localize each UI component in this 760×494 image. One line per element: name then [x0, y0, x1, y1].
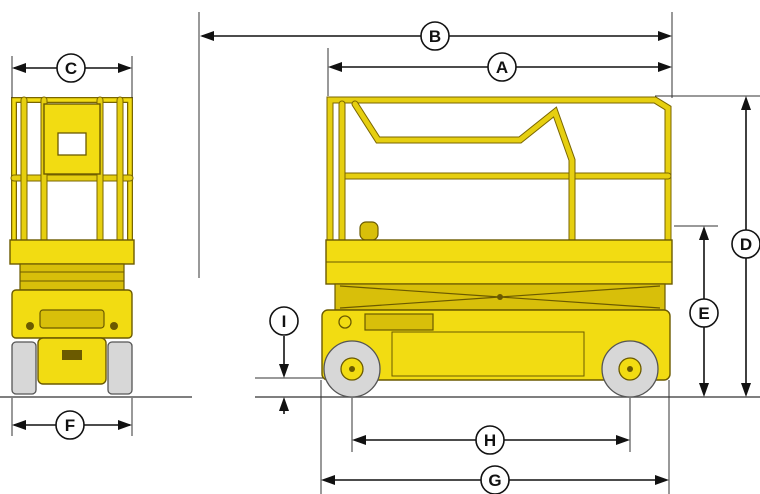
side-view-machine	[321, 96, 673, 398]
dimension-e: E	[689, 226, 719, 397]
dimension-d: D	[731, 96, 760, 397]
dimension-f: F	[12, 410, 132, 440]
front-right-tire	[107, 341, 133, 395]
control-box	[359, 221, 379, 241]
extension-lines	[11, 12, 760, 494]
front-deck	[9, 239, 135, 265]
dimension-b: B	[200, 21, 672, 51]
rear-wheel	[323, 340, 381, 398]
dimension-g: G	[321, 465, 669, 494]
label-c: C	[65, 59, 77, 78]
label-b: B	[429, 27, 441, 46]
dimension-i: I	[269, 306, 299, 414]
dimension-a: A	[328, 52, 672, 82]
label-g: G	[488, 471, 501, 490]
label-d: D	[740, 235, 752, 254]
front-left-tire	[11, 341, 37, 395]
label-e: E	[698, 304, 709, 323]
dimension-c: C	[12, 53, 132, 83]
front-wheel	[601, 340, 659, 398]
label-i: I	[282, 312, 287, 331]
dimension-h: H	[352, 425, 630, 455]
label-a: A	[496, 58, 508, 77]
front-view-machine	[9, 96, 135, 395]
label-f: F	[65, 416, 75, 435]
label-h: H	[484, 431, 496, 450]
